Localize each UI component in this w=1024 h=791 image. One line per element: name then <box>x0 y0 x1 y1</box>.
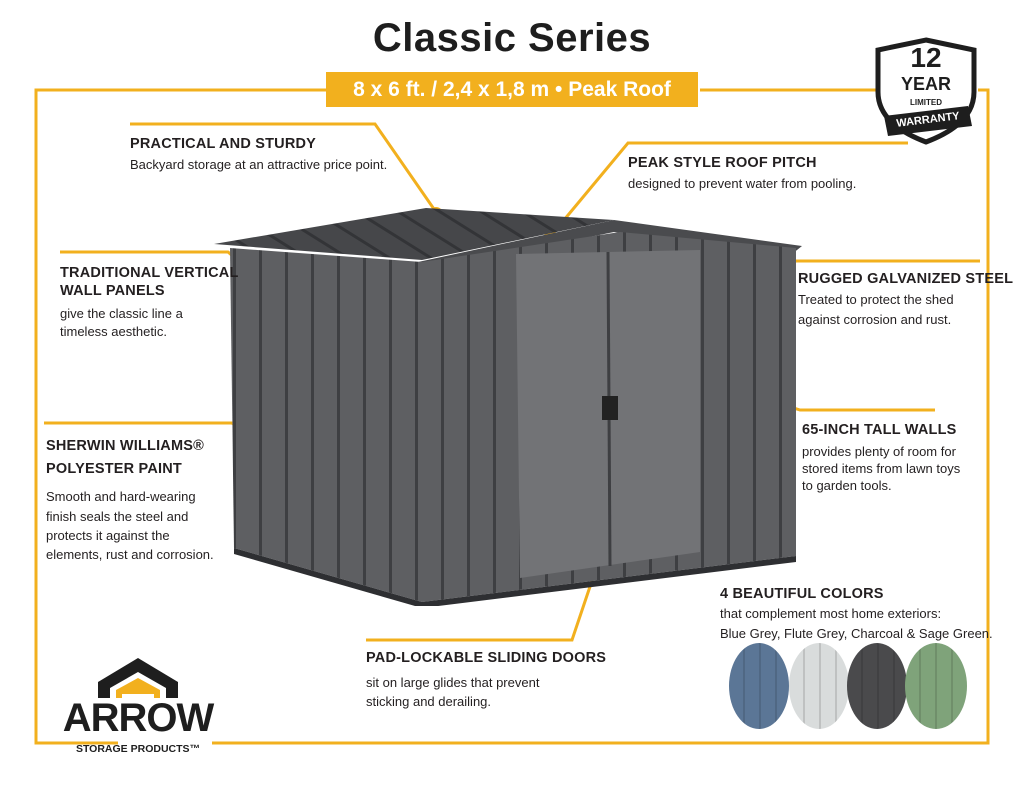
vertical-text-1: give the classic line a <box>60 306 183 321</box>
warranty-year: YEAR <box>900 74 951 94</box>
paint-text-4: elements, rust and corrosion. <box>46 547 214 562</box>
vertical-text-2: timeless aesthetic. <box>60 324 167 339</box>
galvanized-text-2: against corrosion and rust. <box>798 312 952 327</box>
warranty-limited: LIMITED <box>910 98 942 107</box>
paint-text-1: Smooth and hard-wearing <box>46 489 196 504</box>
swatch-flute-grey <box>789 643 849 729</box>
peak-text: designed to prevent water from pooling. <box>628 176 857 191</box>
walls-heading: 65-INCH TALL WALLS <box>802 422 957 438</box>
galvanized-heading: RUGGED GALVANIZED STEEL <box>798 271 1014 287</box>
practical-heading: PRACTICAL AND STURDY <box>130 136 317 152</box>
warranty-badge: 12 YEAR LIMITED WARRANTY <box>870 36 982 146</box>
swatch-sage-green <box>905 643 967 729</box>
paint-text-2: finish seals the steel and <box>46 509 189 524</box>
shed-image <box>214 208 802 606</box>
vertical-heading-1: TRADITIONAL VERTICAL <box>60 265 239 281</box>
vertical-heading-2: WALL PANELS <box>60 283 165 299</box>
walls-text-3: to garden tools. <box>802 478 892 493</box>
peak-heading: PEAK STYLE ROOF PITCH <box>628 155 817 171</box>
shield-icon <box>875 37 977 145</box>
house-icon <box>98 658 178 698</box>
walls-text-1: provides plenty of room for <box>802 444 956 459</box>
colors-text-2: Blue Grey, Flute Grey, Charcoal & Sage G… <box>720 626 993 641</box>
colors-heading: 4 BEAUTIFUL COLORS <box>720 586 884 602</box>
colors-text-1: that complement most home exteriors: <box>720 606 942 621</box>
galvanized-text-1: Treated to protect the shed <box>798 292 954 307</box>
paint-heading-1: SHERWIN WILLIAMS® <box>46 438 205 454</box>
swatch-blue-grey <box>729 643 789 729</box>
warranty-number: 12 <box>910 42 942 73</box>
page-title: Classic Series <box>372 16 652 60</box>
swatch-charcoal <box>847 643 907 729</box>
brand-name: ARROW <box>62 696 215 740</box>
walls-text-2: stored items from lawn toys <box>802 461 961 476</box>
arrow-logo: ARROW STORAGE PRODUCTS™ <box>62 656 214 766</box>
paint-heading-2: POLYESTER PAINT <box>46 461 182 477</box>
size-banner: 8 x 6 ft. / 2,4 x 1,8 m • Peak Roof <box>326 72 698 107</box>
doors-heading: PAD-LOCKABLE SLIDING DOORS <box>366 650 607 666</box>
doors-text-2: sticking and derailing. <box>366 694 492 709</box>
doors-text-1: sit on large glides that prevent <box>366 675 540 690</box>
practical-text: Backyard storage at an attractive price … <box>130 157 388 172</box>
paint-text-3: protects it against the <box>46 528 170 543</box>
brand-tagline: STORAGE PRODUCTS™ <box>75 743 201 755</box>
